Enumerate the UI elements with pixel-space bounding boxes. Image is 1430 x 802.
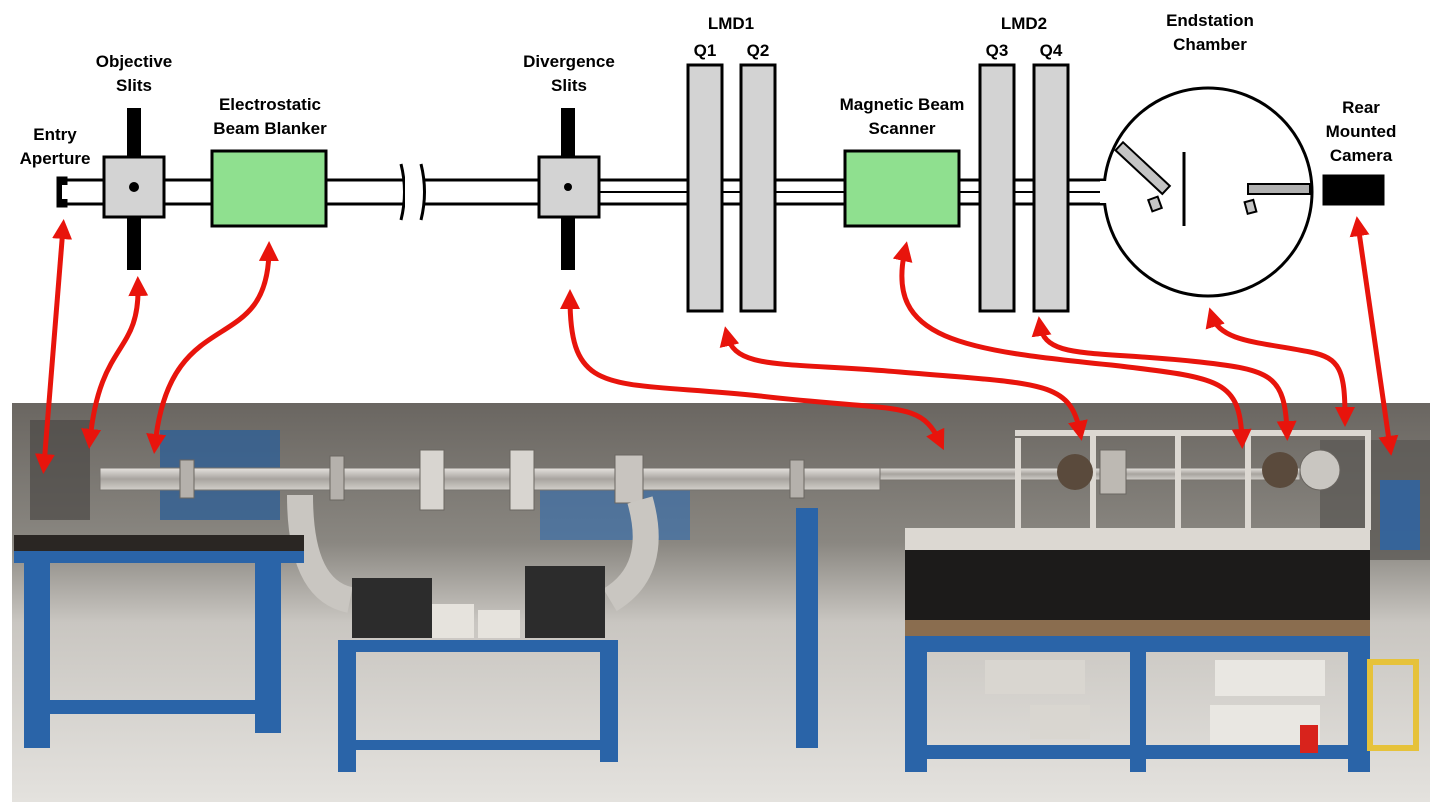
label-beam-blanker-2: Beam Blanker: [213, 119, 327, 138]
label-beam-blanker-1: Electrostatic: [219, 95, 321, 114]
label-divergence-slits-2: Slits: [551, 76, 587, 95]
label-magnetic-scanner-2: Scanner: [868, 119, 935, 138]
label-entry-aperture-1: Entry: [33, 125, 77, 144]
arrow-objective-slits: [81, 276, 149, 449]
quadrupole-q1-shape: [686, 63, 724, 313]
label-entry-aperture-2: Aperture: [20, 149, 91, 168]
labels: Entry Aperture Objective Slits Electrost…: [20, 11, 1397, 168]
label-divergence-slits-1: Divergence: [523, 52, 615, 71]
lab-photo: [12, 403, 1430, 802]
label-rear-camera-1: Rear: [1342, 98, 1380, 117]
divergence-slits-shape: [537, 155, 601, 219]
label-rear-camera-2: Mounted: [1326, 122, 1397, 141]
beam-blanker-shape: [210, 149, 328, 228]
arrow-endstation: [1205, 307, 1355, 427]
arrow-entry-aperture: [34, 219, 73, 474]
label-q2: Q2: [747, 41, 770, 60]
label-magnetic-scanner-1: Magnetic Beam: [840, 95, 965, 114]
rear-camera-shape: [1322, 174, 1385, 206]
label-lmd1: LMD1: [708, 14, 754, 33]
label-endstation-2: Chamber: [1173, 35, 1247, 54]
quadrupole-q4-shape: [1032, 63, 1070, 313]
label-lmd2: LMD2: [1001, 14, 1047, 33]
label-q4: Q4: [1040, 41, 1063, 60]
quadrupole-q3-shape: [978, 63, 1016, 313]
quadrupole-q2-shape: [739, 63, 777, 313]
label-objective-slits-1: Objective: [96, 52, 173, 71]
label-objective-slits-2: Slits: [116, 76, 152, 95]
arrow-beam-blanker: [146, 241, 279, 454]
arrows: [34, 216, 1399, 474]
label-endstation-1: Endstation: [1166, 11, 1254, 30]
magnetic-scanner-shape: [843, 149, 961, 228]
label-q3: Q3: [986, 41, 1009, 60]
arrow-rear-camera: [1349, 216, 1399, 456]
label-rear-camera-3: Camera: [1330, 146, 1393, 165]
label-q1: Q1: [694, 41, 717, 60]
